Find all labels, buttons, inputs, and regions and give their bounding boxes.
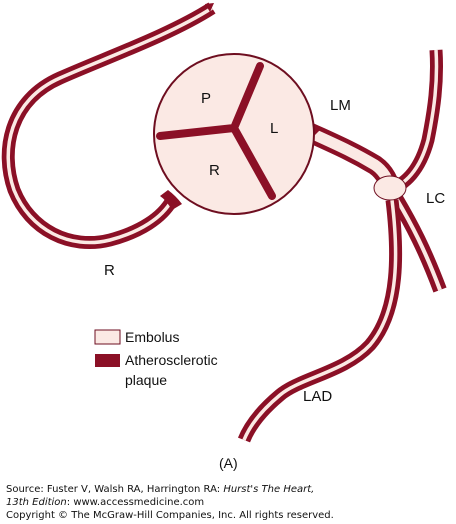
source-line: Source: Fuster V, Walsh RA, Harrington R… <box>6 484 314 495</box>
source-suffix: : www.accessmedicine.com <box>66 497 205 508</box>
cusp-label-l: L <box>270 120 278 137</box>
ostial-plaque-r <box>160 190 182 210</box>
artery-label-lad: LAD <box>303 388 332 405</box>
source-title-b: 13th Edition <box>6 497 67 508</box>
legend-label-plaque-line1: Atherosclerotic <box>125 352 218 368</box>
artery-label-lm: LM <box>330 97 351 114</box>
legend-swatch-plaque <box>95 354 120 367</box>
figure-caption: (A) <box>219 455 238 471</box>
left-main-artery <box>295 118 407 201</box>
source-line-2: 13th Edition: www.accessmedicine.com <box>6 497 204 508</box>
legend-label-embolus: Embolus <box>125 329 179 345</box>
legend-label-plaque-line2: plaque <box>125 372 167 388</box>
artery-label-lc: LC <box>426 190 445 207</box>
copyright-line: Copyright © The McGraw-Hill Companies, I… <box>6 510 334 521</box>
cusp-label-p: P <box>201 90 211 107</box>
cusp-label-r: R <box>209 162 220 179</box>
legend-swatch-embolus <box>94 329 121 345</box>
source-title-a: Hurst's The Heart, <box>223 484 315 495</box>
right-coronary-artery <box>1 2 216 250</box>
source-prefix: Source: Fuster V, Walsh RA, Harrington R… <box>6 484 224 495</box>
aortic-valve-embolus <box>153 53 315 215</box>
left-anterior-descending-artery <box>237 199 403 443</box>
legend: Embolus Atherosclerotic plaque <box>94 329 218 388</box>
artery-label-r: R <box>104 262 115 279</box>
